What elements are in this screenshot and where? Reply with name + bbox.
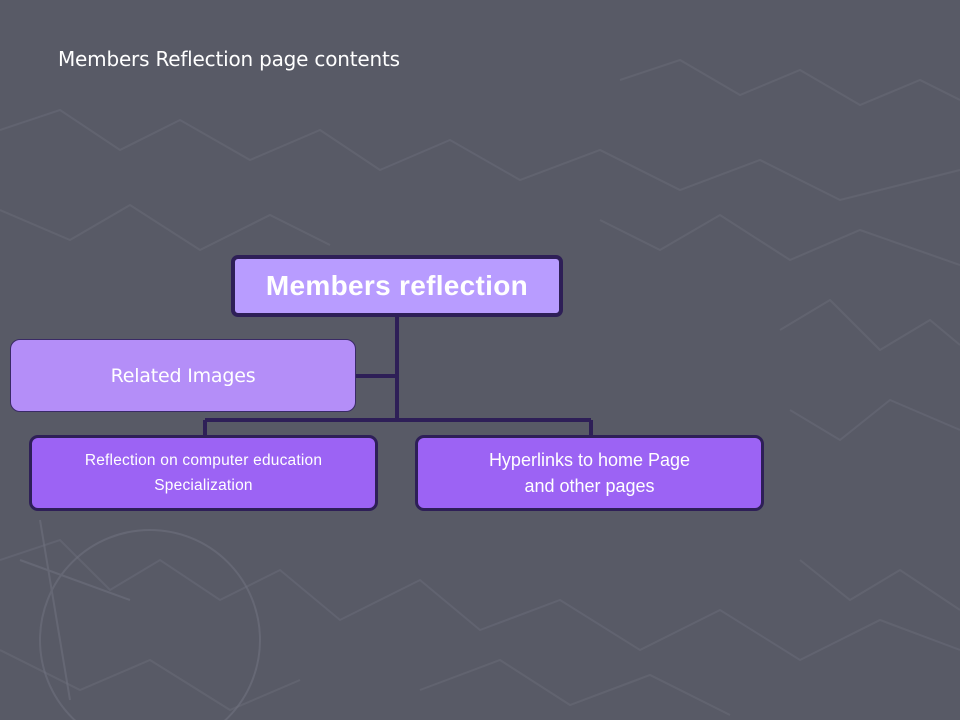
assistant-node-related-images[interactable]: Related Images xyxy=(10,339,356,412)
root-node-label: Members reflection xyxy=(265,270,529,301)
child-node-reflection[interactable]: Reflection on computer education Special… xyxy=(29,435,378,511)
assistant-node-label: Related Images xyxy=(110,364,256,387)
child-node-line-1: Reflection on computer education xyxy=(84,452,323,469)
child-node-hyperlinks[interactable]: Hyperlinks to home Page and other pages xyxy=(415,435,764,511)
child-node-line-2: and other pages xyxy=(524,476,655,496)
child-node-line-2: Specialization xyxy=(154,477,253,494)
child-node-line-1: Hyperlinks to home Page xyxy=(488,450,691,470)
root-node-members-reflection[interactable]: Members reflection xyxy=(231,255,563,317)
slide-title: Members Reflection page contents xyxy=(58,47,400,71)
